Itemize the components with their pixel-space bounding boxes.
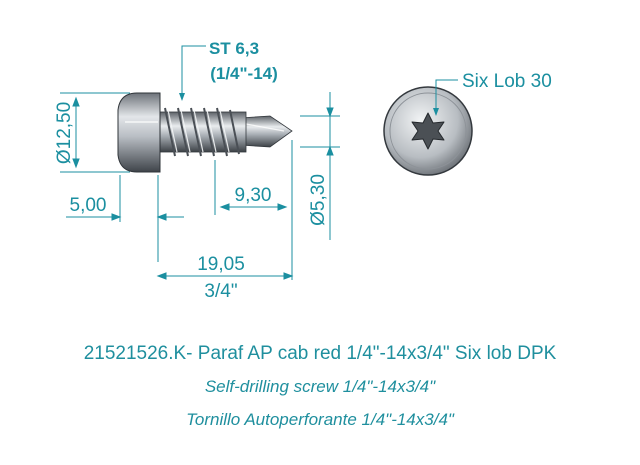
drive-label: Six Lob 30: [462, 71, 552, 92]
head-height-label: 5,00: [70, 195, 107, 216]
screw-head: [117, 92, 161, 173]
thread-crests: [164, 107, 240, 157]
length-mm-label: 19,05: [197, 254, 245, 275]
thread-label: ST 6,3: [209, 39, 259, 58]
screw-side-view: [117, 92, 293, 173]
dimension-lines: [60, 45, 458, 280]
drill-diameter-label: Ø5,30: [308, 174, 329, 226]
product-code-title: 21521526.K- Paraf AP cab red 1/4"-14x3/4…: [83, 343, 557, 364]
head-diameter-label: Ø12,50: [54, 102, 75, 164]
screw-head-top-view: [383, 86, 473, 176]
drill-point: [239, 115, 293, 148]
spanish-description: Tornillo Autoperforante 1/4"-14x3/4": [186, 410, 454, 429]
length-inch-label: 3/4": [204, 281, 237, 302]
drill-length-label: 9,30: [235, 185, 272, 206]
six-lobe-recess-icon: [411, 112, 445, 150]
english-description: Self-drilling screw 1/4"-14x3/4": [204, 377, 436, 396]
thread-label-inch: (1/4"-14): [210, 64, 278, 83]
